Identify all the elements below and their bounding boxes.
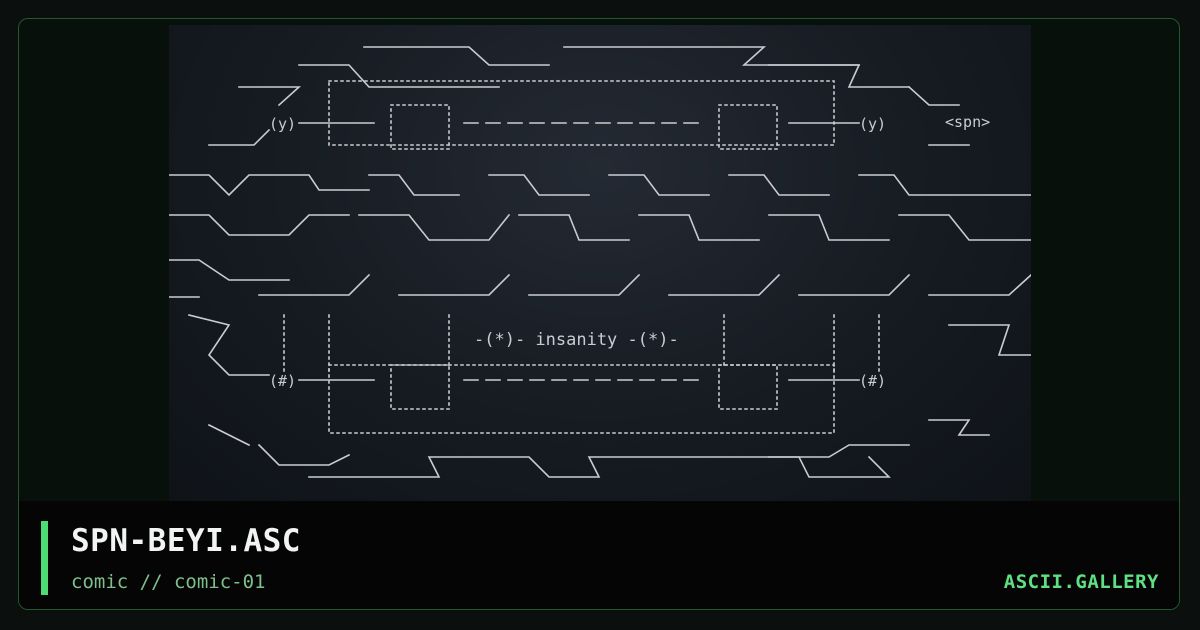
art-line [768, 64, 910, 88]
art-signature: <spn> [945, 113, 990, 131]
art-line [298, 64, 500, 88]
art-line [928, 273, 1031, 296]
art-line [668, 273, 781, 296]
art-line [368, 174, 460, 196]
art-line [398, 273, 511, 296]
art-line [518, 214, 630, 241]
card-frame: (y) (y) (#) (#) <spn> -(*)- insanity -(*… [18, 18, 1180, 610]
accent-bar [41, 521, 48, 595]
art-line [207, 423, 251, 447]
art-corner-glyph: (y) [859, 115, 886, 133]
art-dotted-frame [328, 364, 835, 434]
art-dotted-box [390, 364, 450, 410]
site-brand[interactable]: ASCII.GALLERY [1003, 571, 1159, 593]
art-line [563, 46, 860, 66]
art-caption: -(*)- insanity -(*)- [474, 330, 679, 350]
art-line [858, 174, 1031, 196]
art-line [608, 174, 710, 196]
art-line [208, 128, 271, 146]
art-line [728, 174, 830, 196]
artwork-category: comic // comic-01 [71, 571, 266, 593]
art-line [768, 444, 910, 458]
art-corner-glyph: (#) [859, 372, 886, 390]
art-line [768, 214, 890, 241]
art-line [188, 314, 270, 376]
art-dotted-frame [328, 80, 835, 146]
art-line [488, 174, 590, 196]
art-line [363, 46, 550, 66]
art-line [169, 214, 350, 236]
art-line [257, 443, 351, 466]
art-line [258, 273, 371, 296]
art-line [169, 259, 290, 281]
art-dotted-box [718, 364, 778, 410]
art-line [898, 214, 1031, 241]
art-line [928, 419, 990, 436]
art-dotted-box [718, 104, 778, 150]
art-line [528, 273, 641, 296]
art-line [638, 214, 760, 241]
ascii-art-image: (y) (y) (#) (#) <spn> -(*)- insanity -(*… [169, 25, 1031, 501]
art-line [358, 213, 511, 241]
art-line [308, 455, 891, 478]
art-dotted-box [390, 104, 450, 150]
art-line [169, 174, 370, 197]
artwork-title: SPN-BEYI.ASC [71, 523, 301, 559]
footer-bar: SPN-BEYI.ASC comic // comic-01 ASCII.GAL… [19, 501, 1179, 609]
art-line [948, 324, 1031, 356]
ascii-art-drawing: (y) (y) (#) (#) <spn> -(*)- insanity -(*… [169, 46, 1031, 478]
art-corner-glyph: (y) [269, 115, 296, 133]
art-corner-glyph: (#) [269, 372, 296, 390]
art-line [238, 86, 302, 107]
art-line [798, 273, 911, 296]
art-line [907, 85, 960, 106]
